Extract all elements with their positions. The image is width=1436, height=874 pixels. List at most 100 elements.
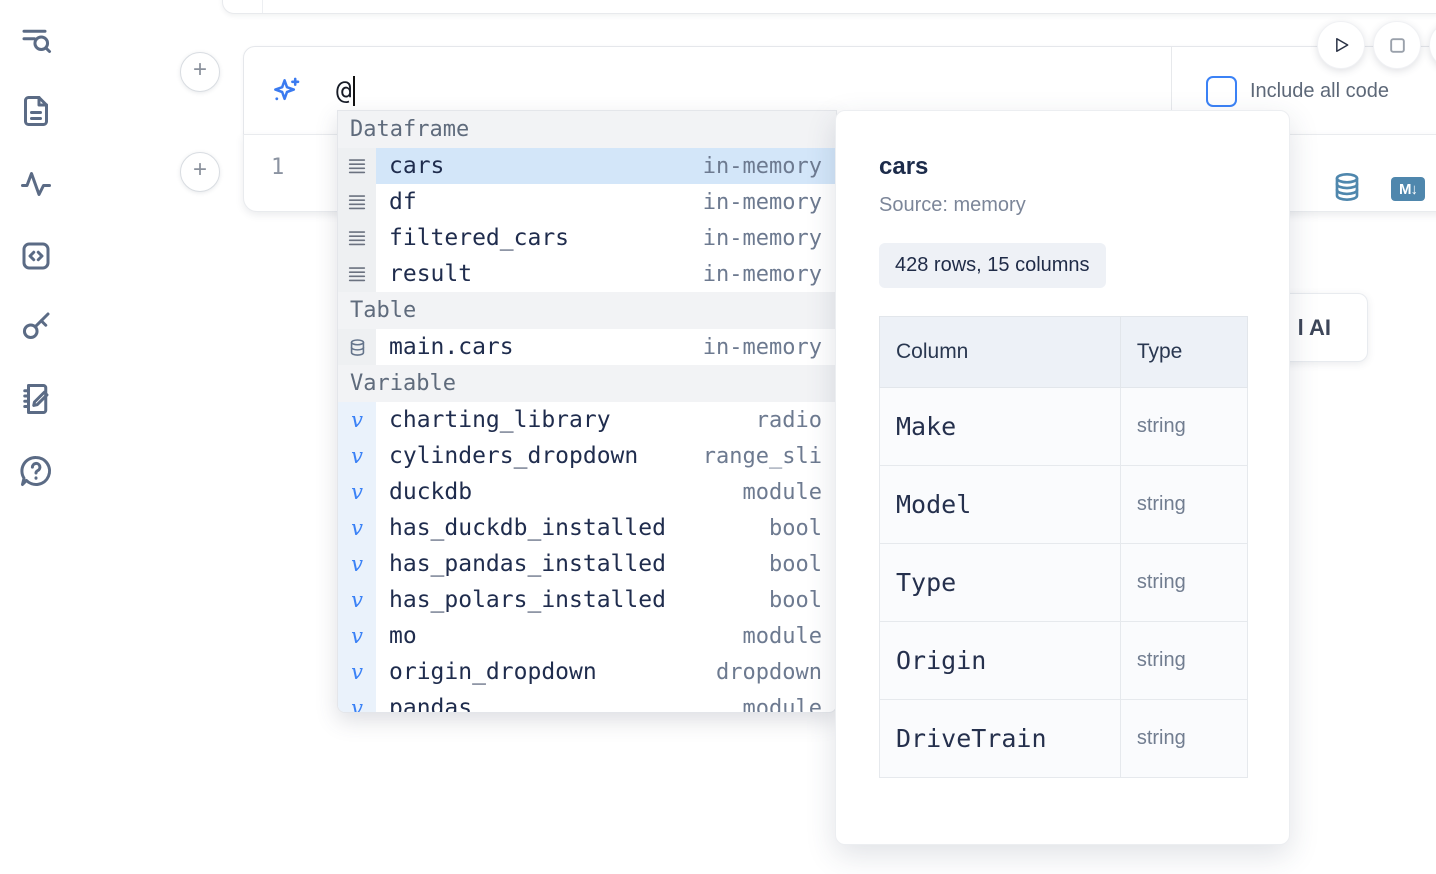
scratchpad-icon[interactable] [18,381,54,417]
autocomplete-item-name: has_duckdb_installed [389,515,666,541]
column-type-cell: string [1119,699,1248,778]
autocomplete-item-name: result [389,261,473,287]
type-header: Type [1119,316,1248,388]
table-row [879,777,1248,778]
variable-icon: v [338,438,376,474]
autocomplete-item-name: has_pandas_installed [389,551,666,577]
autocomplete-item-name: cars [389,153,445,179]
autocomplete-item[interactable]: v has_polars_installed bool [338,582,836,618]
dataframe-icon [338,184,376,220]
column-type-cell: string [1119,465,1248,544]
add-cell-button-bottom[interactable]: + [180,152,220,192]
ai-button-label: l AI [1297,314,1331,340]
preview-shape-badge: 428 rows, 15 columns [879,243,1106,288]
column-name-cell: Model [879,465,1121,544]
autocomplete-item-detail: radio [755,407,822,433]
autocomplete-item-detail: in-memory [702,225,822,251]
autocomplete-item-detail: module [742,623,822,649]
autocomplete-section-header: Table [338,292,836,329]
autocomplete-item-content: has_pandas_installed bool [376,546,836,582]
variable-icon: v [338,618,376,654]
include-all-code-toggle[interactable]: Include all code [1206,47,1389,135]
sidebar [0,0,72,874]
text-cursor [352,76,355,106]
variable-icon: v [338,402,376,438]
autocomplete-item-name: main.cars [389,334,514,360]
dataframe-icon [338,148,376,184]
column-name-cell: DriveTrain [879,699,1121,778]
database-cell-icon[interactable] [1331,171,1363,203]
activity-icon[interactable] [18,166,54,202]
play-icon [1336,38,1349,52]
run-cell-button[interactable] [1317,21,1365,69]
stop-button[interactable] [1373,21,1421,69]
variable-icon: v [338,474,376,510]
include-all-code-checkbox[interactable] [1206,75,1237,107]
panel-divider [1171,47,1172,135]
autocomplete-item[interactable]: filtered_cars in-memory [338,220,836,256]
autocomplete-item-name: has_polars_installed [389,587,666,613]
autocomplete-item-content: filtered_cars in-memory [376,220,836,256]
prompt-value: @ [336,76,352,106]
document-icon[interactable] [18,93,54,129]
line-number: 1 [271,155,285,180]
add-cell-button-top[interactable]: + [180,52,220,92]
autocomplete-item-detail: bool [769,551,822,577]
database-icon [338,329,376,365]
autocomplete-section-header: Dataframe [338,111,836,148]
autocomplete-item[interactable]: main.cars in-memory [338,329,836,365]
autocomplete-item-detail: bool [769,587,822,613]
autocomplete-item-detail: in-memory [702,334,822,360]
gutter-divider [262,0,263,13]
autocomplete-item-name: pandas [389,695,473,713]
autocomplete-item-detail: module [742,479,822,505]
variable-icon: v [338,654,376,690]
autocomplete-item-detail: dropdown [716,659,822,685]
snippets-icon[interactable] [18,238,54,274]
variable-icon: v [338,690,376,712]
column-name-cell: Origin [879,621,1121,700]
sparkles-icon [269,74,303,108]
column-name-cell: Make [879,387,1121,466]
dataframe-preview-panel: cars Source: memory 428 rows, 15 columns… [835,110,1290,845]
autocomplete-item-detail: in-memory [702,189,822,215]
ai-prompt-input[interactable]: @ [336,71,355,111]
column-name-cell: Type [879,543,1121,622]
toc-search-icon[interactable] [18,23,54,59]
autocomplete-item-name: cylinders_dropdown [389,443,639,469]
column-type-cell: string [1119,387,1248,466]
key-icon[interactable] [18,308,54,344]
column-header: Column [879,316,1121,388]
autocomplete-item-content: main.cars in-memory [376,329,836,365]
autocomplete-item-content: has_polars_installed bool [376,582,836,618]
variable-icon: v [338,582,376,618]
markdown-icon[interactable]: M↓ [1391,177,1425,201]
help-icon[interactable] [18,453,54,489]
autocomplete-item-name: filtered_cars [389,225,570,251]
